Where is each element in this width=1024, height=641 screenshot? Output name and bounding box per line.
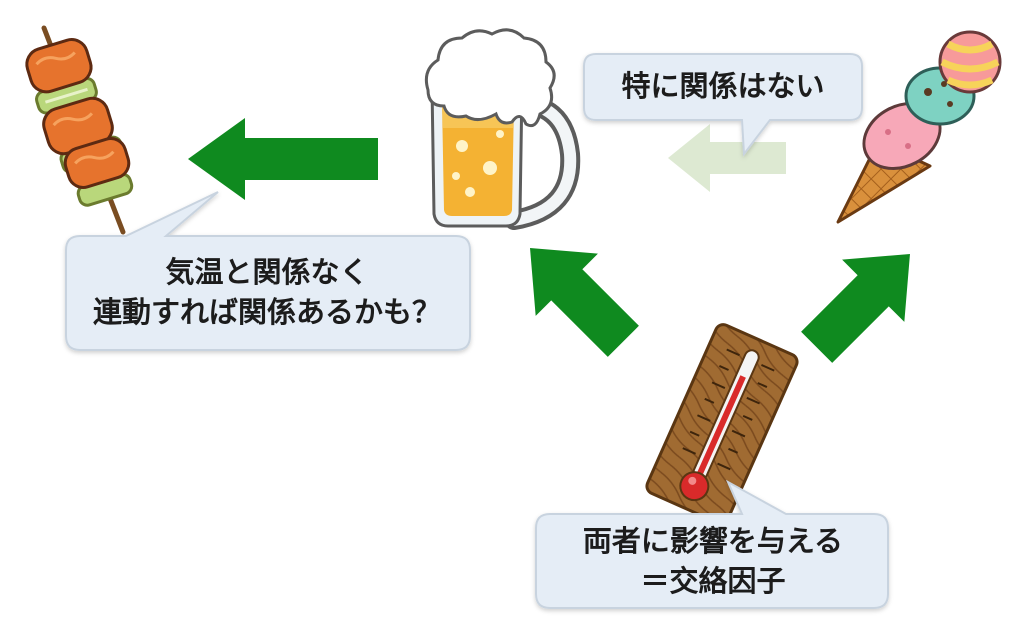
bubble-temperature-linked <box>65 191 471 351</box>
arrow-thermo-to-beer <box>530 248 639 357</box>
arrow-icecream-to-beer-faint <box>668 124 786 192</box>
label-confounder-line2: ＝交絡因子 <box>640 564 786 598</box>
ice-cream-cone-icon <box>836 30 1002 224</box>
label-confounder: 両者に影響を与える ＝交絡因子 <box>537 521 889 601</box>
yakitori-icon <box>25 25 134 235</box>
arrow-thermo-to-icecream <box>801 254 910 363</box>
thermometer-icon <box>645 323 799 525</box>
label-no-relation: 特に関係はない <box>582 66 864 106</box>
label-temperature-linked: 気温と関係なく 連動すれば関係あるかも？ <box>66 252 468 332</box>
label-temperature-linked-line2: 連動すれば関係あるかも？ <box>92 295 441 329</box>
label-temperature-linked-line1: 気温と関係なく <box>165 255 369 289</box>
bubble-confounder <box>535 479 889 609</box>
beer-mug-icon <box>424 28 581 230</box>
label-confounder-line1: 両者に影響を与える <box>582 524 844 558</box>
arrow-beer-to-skewer <box>188 118 378 200</box>
bubble-no-relation <box>583 53 863 157</box>
label-no-relation-text: 特に関係はない <box>621 69 825 103</box>
